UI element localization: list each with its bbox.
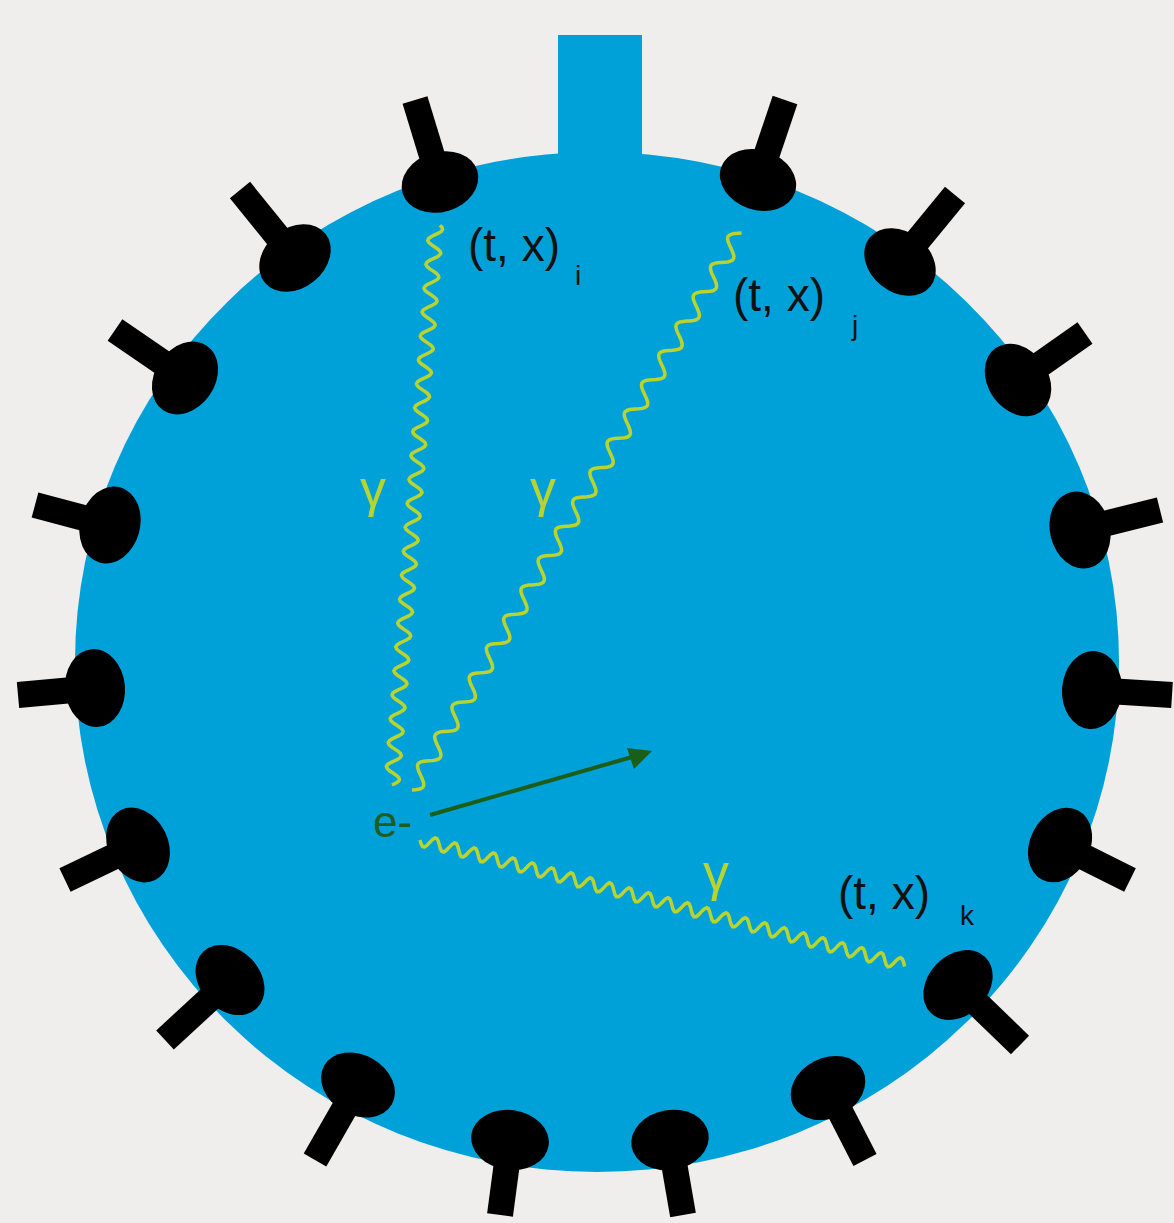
hit-index: k — [960, 902, 974, 930]
hit-coordinate: (t, x) — [733, 272, 825, 318]
electron-symbol: e- — [373, 800, 412, 844]
pmt-head — [1059, 649, 1124, 731]
detector-sphere — [75, 152, 1119, 1172]
pmt-head — [780, 1044, 877, 1133]
photon-symbol: γ — [360, 462, 386, 514]
arrow-head — [627, 748, 652, 769]
hit-index: j — [852, 312, 858, 340]
photon-wave — [412, 233, 742, 790]
photon-wave — [420, 838, 905, 967]
pmt-head — [94, 797, 182, 893]
pmt-head — [467, 1105, 553, 1175]
pmt-head — [1041, 485, 1118, 575]
photon-paths — [386, 225, 904, 967]
pmt-head — [394, 142, 486, 222]
photon-symbol: γ — [703, 846, 729, 898]
pmt-head — [971, 331, 1065, 429]
pmt-head — [138, 329, 231, 427]
pmt-head — [909, 936, 1006, 1034]
pmt-head — [62, 647, 129, 730]
electron-direction — [430, 757, 632, 815]
hit-index: i — [575, 262, 581, 290]
pmt-head — [626, 1104, 713, 1177]
photomultiplier-tubes — [18, 100, 1172, 1215]
pmt-head — [711, 139, 804, 221]
pmt-head — [246, 210, 344, 306]
pmt-head — [309, 1040, 407, 1131]
hit-coordinate: (t, x) — [838, 870, 930, 916]
hit-coordinate: (t, x) — [468, 222, 560, 268]
photon-symbol: γ — [530, 462, 556, 514]
pmt-head — [181, 931, 278, 1029]
pmt-head — [851, 214, 949, 310]
pmt-head — [1016, 797, 1105, 894]
pmt-head — [71, 480, 149, 571]
photon-wave — [386, 225, 442, 785]
